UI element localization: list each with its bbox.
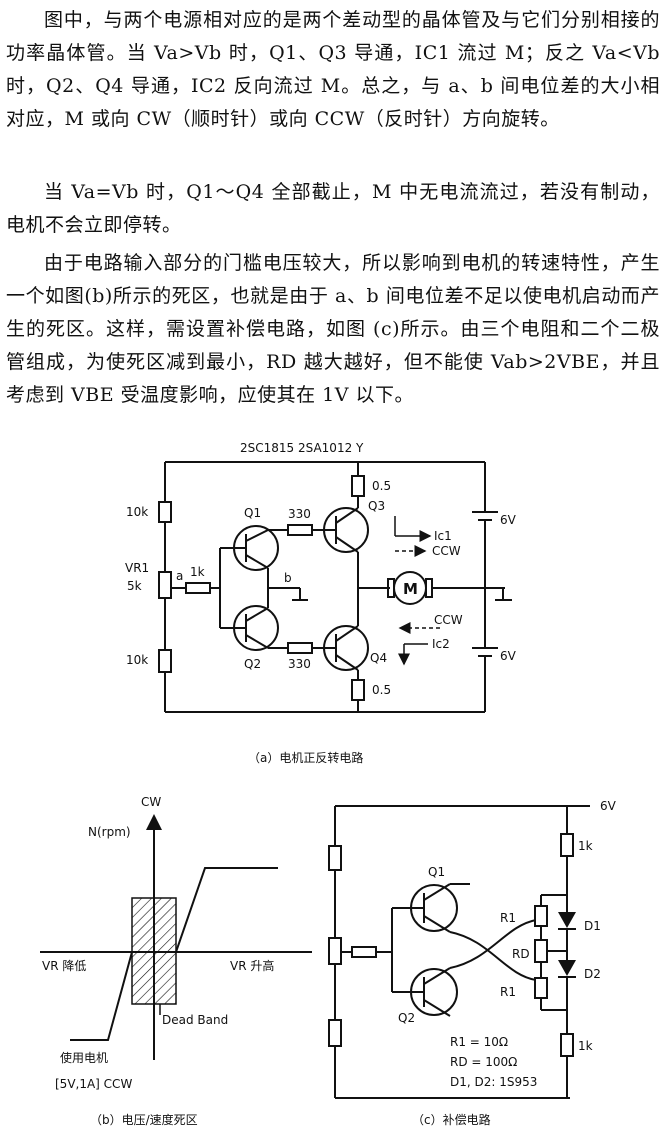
svg-text:Q1: Q1 [244,506,261,520]
svg-text:1k: 1k [578,1039,593,1053]
resistor-c-1k-bottom [560,1033,574,1057]
transistor-q3 [323,507,369,553]
resistor-330-bottom [287,642,313,654]
svg-text:1k: 1k [190,565,205,579]
resistor-10k-top [158,501,172,523]
resistor-330-top [287,524,313,536]
svg-text:R1: R1 [500,985,516,999]
svg-text:Q2: Q2 [398,1011,415,1025]
svg-text:CW: CW [141,795,161,809]
paragraph-3: 由于电路输入部分的门槛电压较大，所以影响到电机的转速特性，产生一个如图(b)所示… [6,252,660,406]
paragraph-1: 图中，与两个电源相对应的是两个差动型的晶体管及与它们分别相接的功率晶体管。当 V… [6,9,660,130]
resistor-c-bottom [328,1019,342,1047]
transistor-types-label: 2SC1815 2SA1012 Y [240,441,364,455]
svg-text:RD = 100Ω: RD = 100Ω [450,1055,517,1069]
svg-text:D2: D2 [584,967,601,981]
diode-d2 [558,960,576,976]
svg-text:CCW: CCW [432,544,461,558]
graph-b: CW N(rpm) VR 降低 VR 升高 Dead Band 使用电机 [5V… [40,795,312,1127]
resistor-0.5-bottom [351,679,365,701]
svg-text:VR 降低: VR 降低 [42,959,86,973]
svg-text:R1 = 10Ω: R1 = 10Ω [450,1035,508,1049]
circuit-a: 2SC1815 2SA1012 Y 10k VR1 5k 10k 1k a Q1 [125,441,517,765]
svg-text:10k: 10k [126,505,148,519]
svg-text:[5V,1A] CCW: [5V,1A] CCW [55,1077,132,1091]
svg-text:VR 升高: VR 升高 [230,958,274,973]
svg-text:Q2: Q2 [244,657,261,671]
svg-text:CCW: CCW [434,613,463,627]
potentiometer-c [328,937,342,965]
paragraph-2: 当 Va=Vb 时，Q1～Q4 全部截止，M 中无电流流过，若没有制动，电机不会… [6,181,660,236]
diode-d1 [558,912,576,928]
svg-text:5k: 5k [127,579,142,593]
svg-text:Q1: Q1 [428,865,445,879]
resistor-c-input [351,946,377,958]
svg-text:Q4: Q4 [370,651,387,665]
resistor-1k-input [185,582,211,594]
svg-text:Ic1: Ic1 [434,529,452,543]
svg-text:a: a [176,569,183,583]
svg-text:330: 330 [288,657,311,671]
svg-text:1k: 1k [578,839,593,853]
svg-text:b: b [284,571,292,585]
resistor-0.5-top [351,475,365,497]
svg-text:M: M [403,580,418,598]
resistor-r1-bottom [534,977,548,999]
svg-text:6V: 6V [500,649,517,663]
svg-text:Dead Band: Dead Band [162,1013,228,1027]
svg-text:6V: 6V [600,799,617,813]
svg-text:Ic2: Ic2 [432,637,450,651]
speed-curve [70,867,278,1041]
resistor-r1-top [534,905,548,927]
potentiometer-vr1 [158,571,172,599]
svg-text:0.5: 0.5 [372,683,391,697]
resistor-rd [534,939,548,963]
circuit-c: 6V Q1 Q2 R1 RD R1 [328,799,617,1127]
svg-text:R1: R1 [500,911,516,925]
caption-c: （c）补偿电路 [412,1112,491,1127]
svg-text:N(rpm): N(rpm) [88,825,131,839]
svg-text:330: 330 [288,507,311,521]
svg-text:Q3: Q3 [368,499,385,513]
svg-text:RD: RD [512,947,530,961]
resistor-c-top [328,845,342,871]
caption-b: （b）电压/速度死区 [90,1112,198,1127]
svg-text:D1, D2: 1S953: D1, D2: 1S953 [450,1075,537,1089]
svg-text:0.5: 0.5 [372,479,391,493]
resistor-c-1k-top [560,833,574,857]
resistor-10k-bottom [158,649,172,673]
transistor-q4 [323,625,369,671]
svg-text:6V: 6V [500,513,517,527]
svg-text:10k: 10k [126,653,148,667]
svg-text:VR1: VR1 [125,561,149,575]
svg-text:使用电机: 使用电机 [60,1050,108,1065]
caption-a: （a）电机正反转电路 [248,750,363,765]
svg-text:D1: D1 [584,919,601,933]
